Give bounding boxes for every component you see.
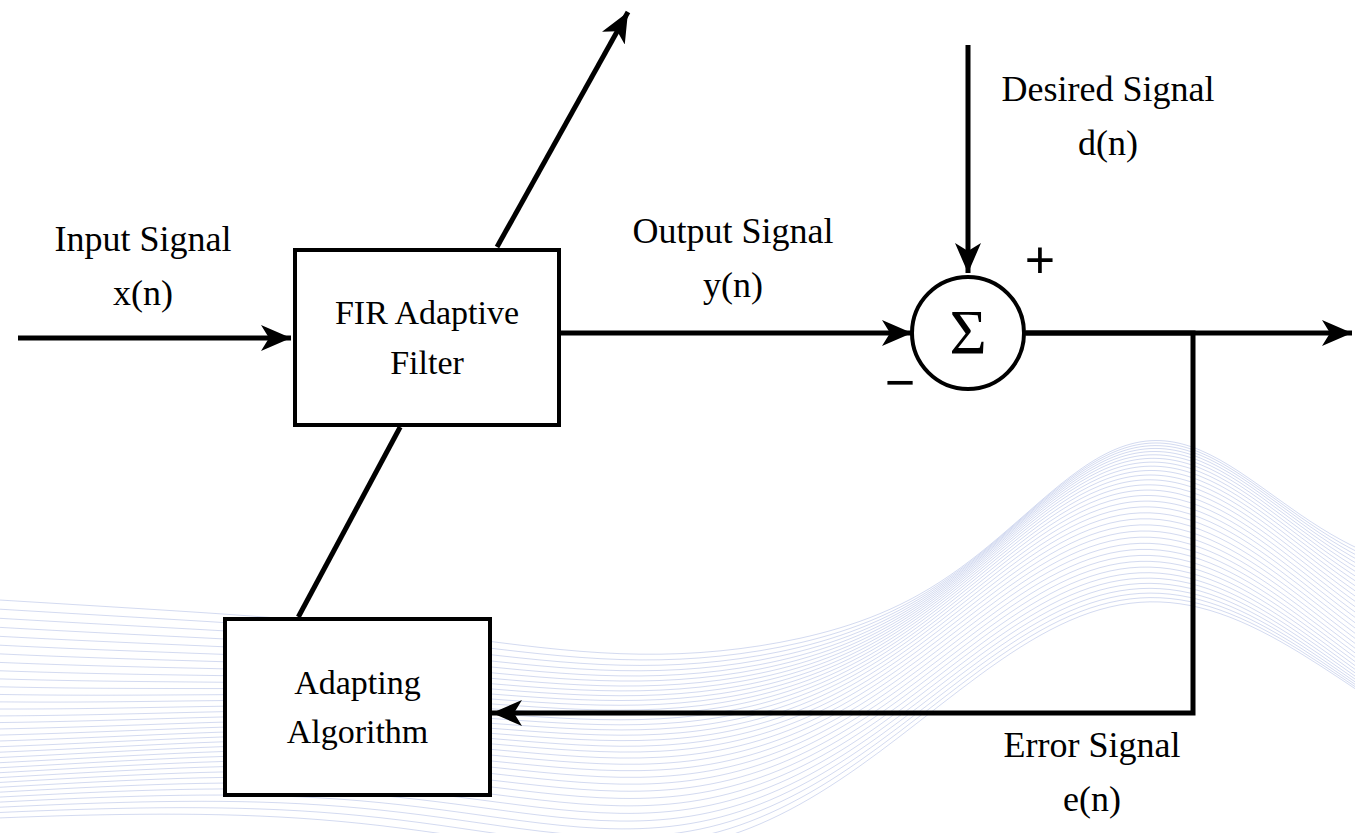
signal-connector xyxy=(298,427,400,617)
wave-line xyxy=(0,578,1355,813)
wave-line xyxy=(0,573,1355,806)
wave-line xyxy=(0,588,1355,829)
box-title: Adapting Algorithm xyxy=(268,658,448,757)
wave-line xyxy=(0,525,1355,752)
wave-line xyxy=(0,455,1355,681)
signal-label: Output Signal y(n) xyxy=(617,204,849,312)
wave-decoration xyxy=(0,441,1355,833)
signal-wires xyxy=(18,12,1352,338)
wave-line xyxy=(0,531,1355,758)
wave-line xyxy=(0,583,1355,821)
wave-line xyxy=(0,458,1355,686)
wave-line xyxy=(0,470,1355,700)
wave-line xyxy=(0,466,1355,696)
signal-connector xyxy=(561,331,912,336)
adaptive-arrow xyxy=(497,12,628,247)
wave-line xyxy=(0,475,1355,705)
signal-label: Error Signal e(n) xyxy=(987,718,1197,826)
desired-signal-label: Desired Signal d(n) xyxy=(985,62,1231,170)
desired-arrow xyxy=(966,45,971,273)
sum-symbol: Σ xyxy=(949,301,986,365)
wave-line xyxy=(0,495,1355,724)
filter-box: FIR Adaptive Filter xyxy=(293,248,561,427)
wave-line xyxy=(0,480,1355,710)
wave-line xyxy=(0,507,1355,735)
wave-line xyxy=(0,448,1355,670)
wave-line xyxy=(0,462,1355,691)
input-signal-label: Input Signal x(n) xyxy=(32,212,254,320)
wave-line xyxy=(0,490,1355,720)
minus-sign: − xyxy=(875,354,925,411)
algorithm-box: Adapting Algorithm xyxy=(223,617,492,797)
signal-connector xyxy=(492,333,1193,713)
wave-line xyxy=(0,513,1355,741)
plus-sign: + xyxy=(1015,232,1065,289)
summing-junction: Σ xyxy=(910,275,1026,391)
wave-line xyxy=(0,441,1355,655)
wave-line xyxy=(0,501,1355,730)
wave-line xyxy=(0,602,1355,833)
box-title: FIR Adaptive Filter xyxy=(322,288,532,387)
circle-shape xyxy=(912,277,1024,389)
input-arrow xyxy=(18,336,291,341)
